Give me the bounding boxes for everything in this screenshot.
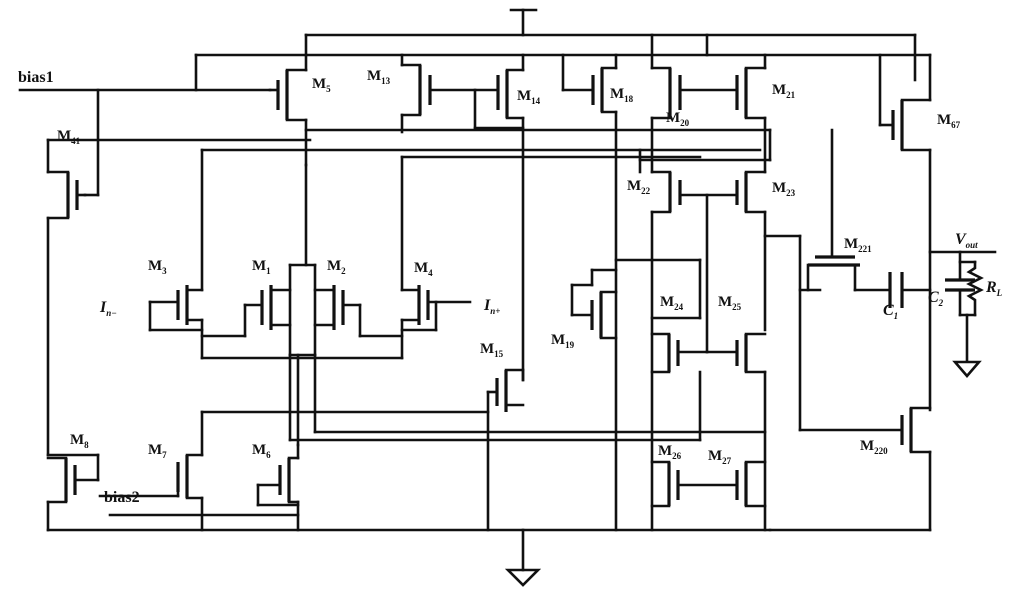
transistor-label-m2: M2 [327, 258, 346, 276]
vout-label: Vout [955, 231, 978, 250]
transistor-label-m221: M221 [844, 236, 872, 254]
transistor-label-m23: M23 [772, 180, 796, 198]
transistor-label-m7: M7 [148, 442, 167, 460]
pin-labels: bias1 bias2 In− In+ Vout RL C1 C2 [18, 69, 1003, 506]
transistor-label-m13: M13 [367, 68, 391, 86]
bias2-label: bias2 [104, 489, 140, 506]
transistor-label-m24: M24 [660, 294, 684, 312]
transistor-label-m14: M14 [517, 88, 541, 106]
transistor-label-m19: M19 [551, 332, 575, 350]
bias1-label: bias1 [18, 69, 54, 86]
output-stage [888, 250, 997, 378]
transistor-label-m21: M21 [772, 82, 796, 100]
cascode-pmos [650, 128, 892, 432]
transistor-label-m1: M1 [252, 258, 271, 276]
in-minus-label: In− [99, 299, 117, 318]
transistor-label-m220: M220 [860, 438, 888, 456]
in-plus-label: In+ [483, 297, 500, 316]
output-nmos [768, 406, 932, 532]
transistor-label-m5: M5 [312, 76, 331, 94]
rl-label: RL [985, 279, 1003, 298]
transistor-label-m8: M8 [70, 432, 89, 450]
transistor-label-m4: M4 [414, 260, 433, 278]
transistor-label-m26: M26 [658, 443, 682, 461]
transistor-label-m3: M3 [148, 258, 167, 276]
bottom-left-nmos [46, 410, 767, 532]
right-nmos-stack [650, 258, 767, 532]
transistor-label-m6: M6 [252, 442, 271, 460]
transistor-label-m22: M22 [627, 178, 651, 196]
middle-devices [486, 258, 702, 532]
transistor-label-m41: M41 [57, 128, 81, 146]
transistor-label-m20: M20 [666, 110, 690, 128]
c2-label: C2 [928, 289, 944, 308]
transistor-label-m18: M18 [610, 86, 634, 104]
transistor-label-m25: M25 [718, 294, 742, 312]
top-pmos-row [46, 33, 932, 532]
c1-label: C1 [883, 302, 898, 321]
bias-lines [18, 88, 272, 498]
input-stage [148, 163, 472, 447]
interconnect-wires [200, 128, 772, 292]
transistor-label-m67: M67 [937, 112, 961, 130]
transistor-label-m15: M15 [480, 341, 504, 359]
transistor-label-m27: M27 [708, 448, 732, 466]
